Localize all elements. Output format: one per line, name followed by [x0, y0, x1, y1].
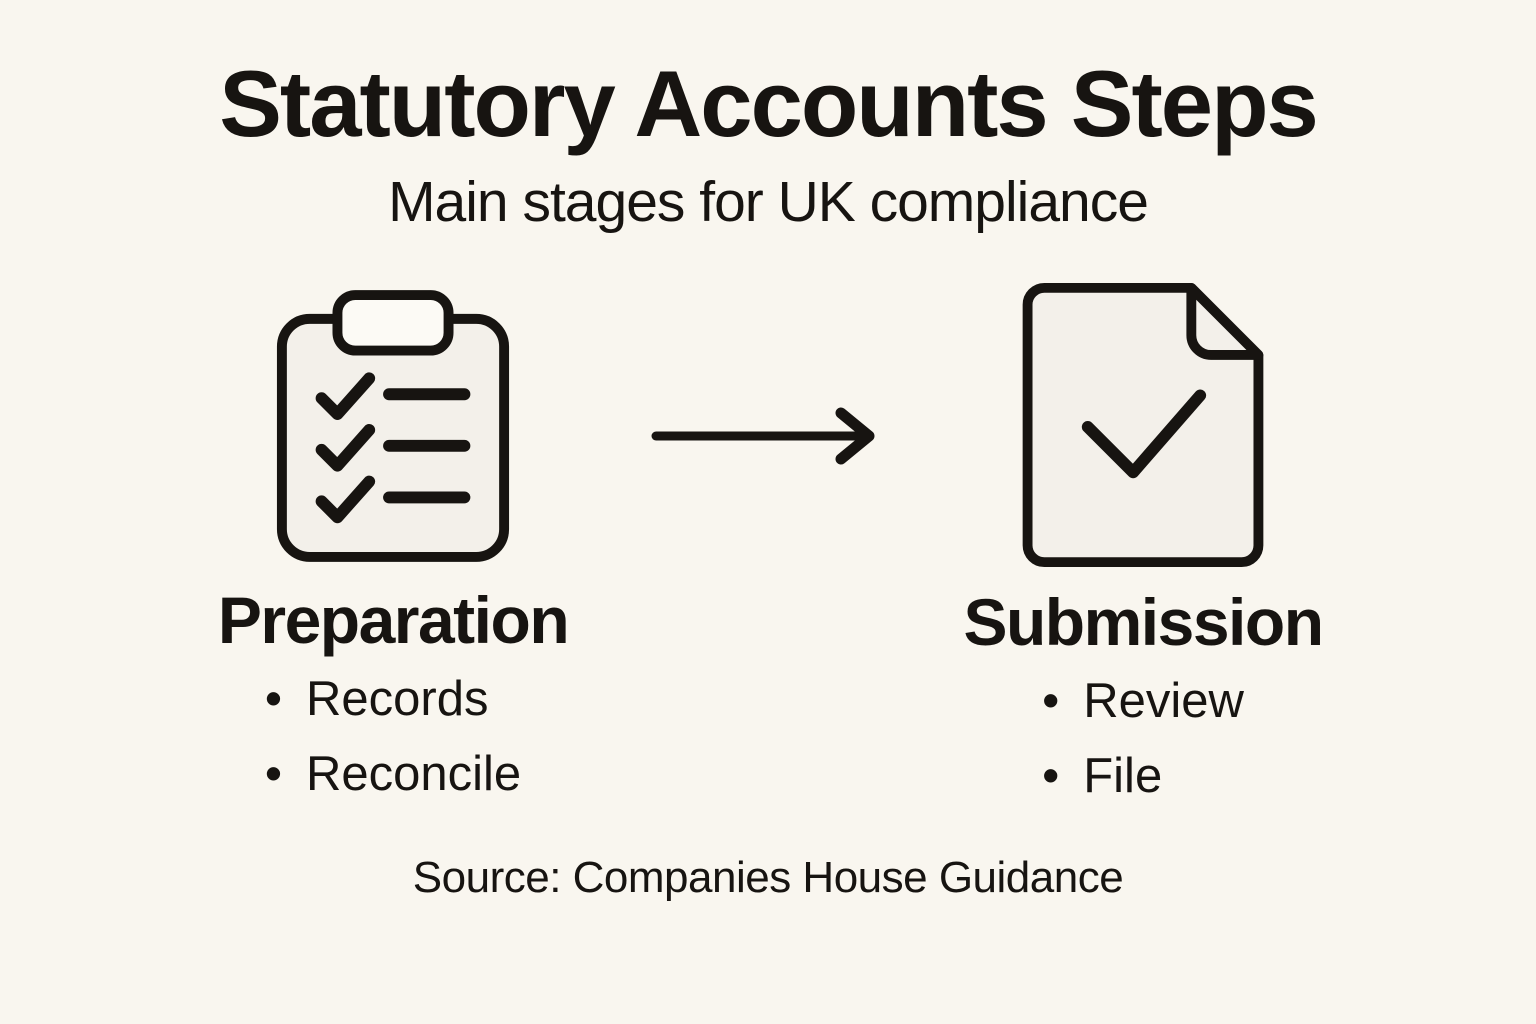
stage-title: Submission — [963, 585, 1324, 660]
list-item: Reconcile — [265, 750, 521, 799]
page-title: Statutory Accounts Steps — [219, 51, 1319, 156]
stage-submission: Submission Review File — [888, 279, 1398, 827]
source-caption: Source: Companies House Guidance — [412, 853, 1124, 903]
arrow-right-icon — [648, 391, 888, 481]
stage-preparation: Preparation Records Reconcile — [138, 279, 648, 825]
list-item: File — [1042, 752, 1244, 801]
list-item: Review — [1042, 677, 1244, 726]
page-subtitle: Main stages for UK compliance — [388, 170, 1149, 235]
clipboard-checklist-icon — [270, 279, 516, 569]
document-check-icon — [1018, 279, 1268, 571]
stage-title: Preparation — [217, 583, 570, 658]
stages-row: Preparation Records Reconcile Submission… — [0, 279, 1536, 827]
list-item: Records — [265, 675, 521, 724]
stage-item-list: Review File — [1042, 677, 1244, 827]
stage-item-list: Records Reconcile — [265, 675, 521, 825]
